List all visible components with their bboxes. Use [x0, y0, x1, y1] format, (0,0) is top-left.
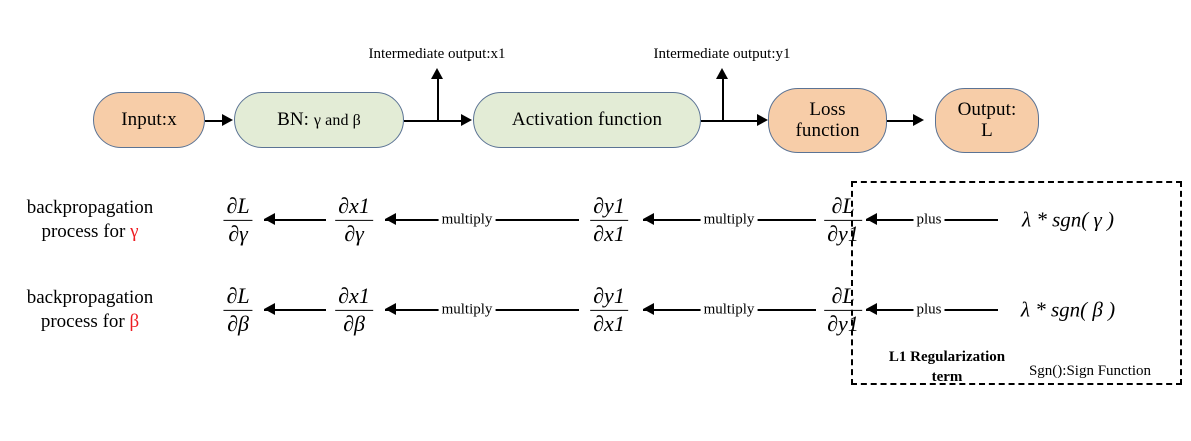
sign-function-note: Sgn():Sign Function — [1028, 363, 1152, 379]
term-dL-dbeta-num: ∂L — [223, 283, 253, 311]
arrowhead-beta-plus — [866, 303, 877, 315]
expr-lambda-sgn-beta: λ * sgn( β ) — [1020, 297, 1116, 322]
branch-label-y1: Intermediate output:y1 — [653, 46, 791, 62]
node-input: Input:x — [93, 92, 205, 148]
backprop-beta-line2-prefix: process for — [40, 310, 130, 332]
connector-activation-loss — [701, 120, 764, 122]
connector-bn-activation — [404, 120, 468, 122]
term-dL-dy1-beta-num: ∂L — [824, 283, 862, 311]
connector-beta-1 — [264, 309, 326, 311]
edge-label-gamma-multiply-1: multiply — [438, 211, 496, 229]
arrowhead-input-bn — [222, 114, 233, 126]
edge-label-beta-multiply-1: multiply — [438, 301, 496, 319]
term-dL-dy1-beta: ∂L ∂y1 — [824, 283, 862, 336]
node-input-label: Input:x — [121, 108, 177, 130]
arrowhead-activation-loss — [757, 114, 768, 126]
connector-input-bn — [205, 120, 229, 122]
backprop-gamma-line1: backpropagation — [26, 197, 154, 218]
connector-loss-output — [887, 120, 920, 122]
connector-gamma-1 — [264, 219, 326, 221]
edge-label-gamma-plus: plus — [913, 211, 945, 229]
backprop-gamma-line2: process for γ — [27, 220, 154, 244]
backprop-gamma-symbol: γ — [130, 220, 139, 242]
arrowhead-bn-activation — [461, 114, 472, 126]
edge-label-beta-multiply-2: multiply — [700, 301, 758, 319]
term-dL-dbeta-den: ∂β — [227, 310, 249, 336]
backprop-row-label-gamma: backpropagation process for γ — [27, 196, 154, 244]
arrowhead-branch-y1 — [716, 68, 728, 79]
edge-label-beta-plus: plus — [913, 301, 945, 319]
arrowhead-beta-2 — [385, 303, 396, 315]
term-dL-dgamma: ∂L ∂γ — [223, 193, 253, 246]
branch-line-x1 — [437, 78, 439, 121]
l1-regularization-caption: L1 Regularization term — [889, 348, 1005, 387]
branch-line-y1 — [722, 78, 724, 121]
backprop-gamma-line2-prefix: process for — [41, 220, 131, 242]
node-activation-label: Activation function — [511, 108, 663, 130]
expr-lambda-sgn-gamma: λ * sgn( γ ) — [1021, 207, 1115, 232]
backprop-beta-line1: backpropagation — [26, 287, 154, 308]
l1-caption-line1: L1 Regularization — [888, 349, 1006, 365]
backprop-row-label-beta: backpropagation process for β — [27, 286, 154, 334]
node-bn-label: BN: γ and β — [277, 108, 361, 131]
node-loss-label-line1: Loss — [809, 98, 846, 120]
branch-label-x1: Intermediate output:x1 — [368, 46, 506, 62]
term-dL-dy1-gamma-den: ∂y1 — [827, 220, 859, 246]
arrowhead-beta-1 — [264, 303, 275, 315]
node-activation: Activation function — [473, 92, 701, 148]
arrowhead-gamma-3 — [643, 213, 654, 225]
term-dy1-dx1-gamma: ∂y1 ∂x1 — [590, 193, 628, 246]
node-bn-label-sub: γ and β — [313, 111, 361, 129]
node-output-label-line2: L — [981, 119, 993, 141]
arrowhead-gamma-plus — [866, 213, 877, 225]
term-dy1-dx1-gamma-num: ∂y1 — [590, 193, 628, 221]
term-dL-dy1-beta-den: ∂y1 — [827, 310, 859, 336]
arrowhead-beta-3 — [643, 303, 654, 315]
arrowhead-gamma-1 — [264, 213, 275, 225]
term-dy1-dx1-beta-num: ∂y1 — [590, 283, 628, 311]
arrowhead-branch-x1 — [431, 68, 443, 79]
node-bn-label-main: BN: — [277, 108, 314, 130]
node-loss-label-line2: function — [795, 119, 860, 141]
term-dL-dy1-gamma: ∂L ∂y1 — [824, 193, 862, 246]
arrowhead-loss-output — [913, 114, 924, 126]
term-dL-dgamma-num: ∂L — [223, 193, 253, 221]
node-output-label-line1: Output: — [957, 98, 1017, 120]
l1-regularization-box — [851, 181, 1182, 385]
term-dx1-dbeta: ∂x1 ∂β — [335, 283, 373, 336]
node-output: Output: L — [935, 88, 1039, 153]
term-dy1-dx1-beta-den: ∂x1 — [593, 310, 625, 336]
term-dx1-dgamma: ∂x1 ∂γ — [335, 193, 373, 246]
term-dx1-dbeta-den: ∂β — [343, 310, 365, 336]
term-dL-dy1-gamma-num: ∂L — [824, 193, 862, 221]
term-dL-dgamma-den: ∂γ — [228, 220, 248, 246]
backprop-beta-symbol: β — [129, 310, 140, 332]
term-dx1-dgamma-den: ∂γ — [344, 220, 364, 246]
backprop-beta-line2: process for β — [27, 310, 154, 334]
arrowhead-gamma-2 — [385, 213, 396, 225]
term-dL-dbeta: ∂L ∂β — [223, 283, 253, 336]
l1-caption-line2: term — [931, 368, 963, 385]
node-bn: BN: γ and β — [234, 92, 404, 148]
term-dy1-dx1-gamma-den: ∂x1 — [593, 220, 625, 246]
node-loss: Loss function — [768, 88, 887, 153]
term-dx1-dgamma-num: ∂x1 — [335, 193, 373, 221]
edge-label-gamma-multiply-2: multiply — [700, 211, 758, 229]
term-dy1-dx1-beta: ∂y1 ∂x1 — [590, 283, 628, 336]
term-dx1-dbeta-num: ∂x1 — [335, 283, 373, 311]
